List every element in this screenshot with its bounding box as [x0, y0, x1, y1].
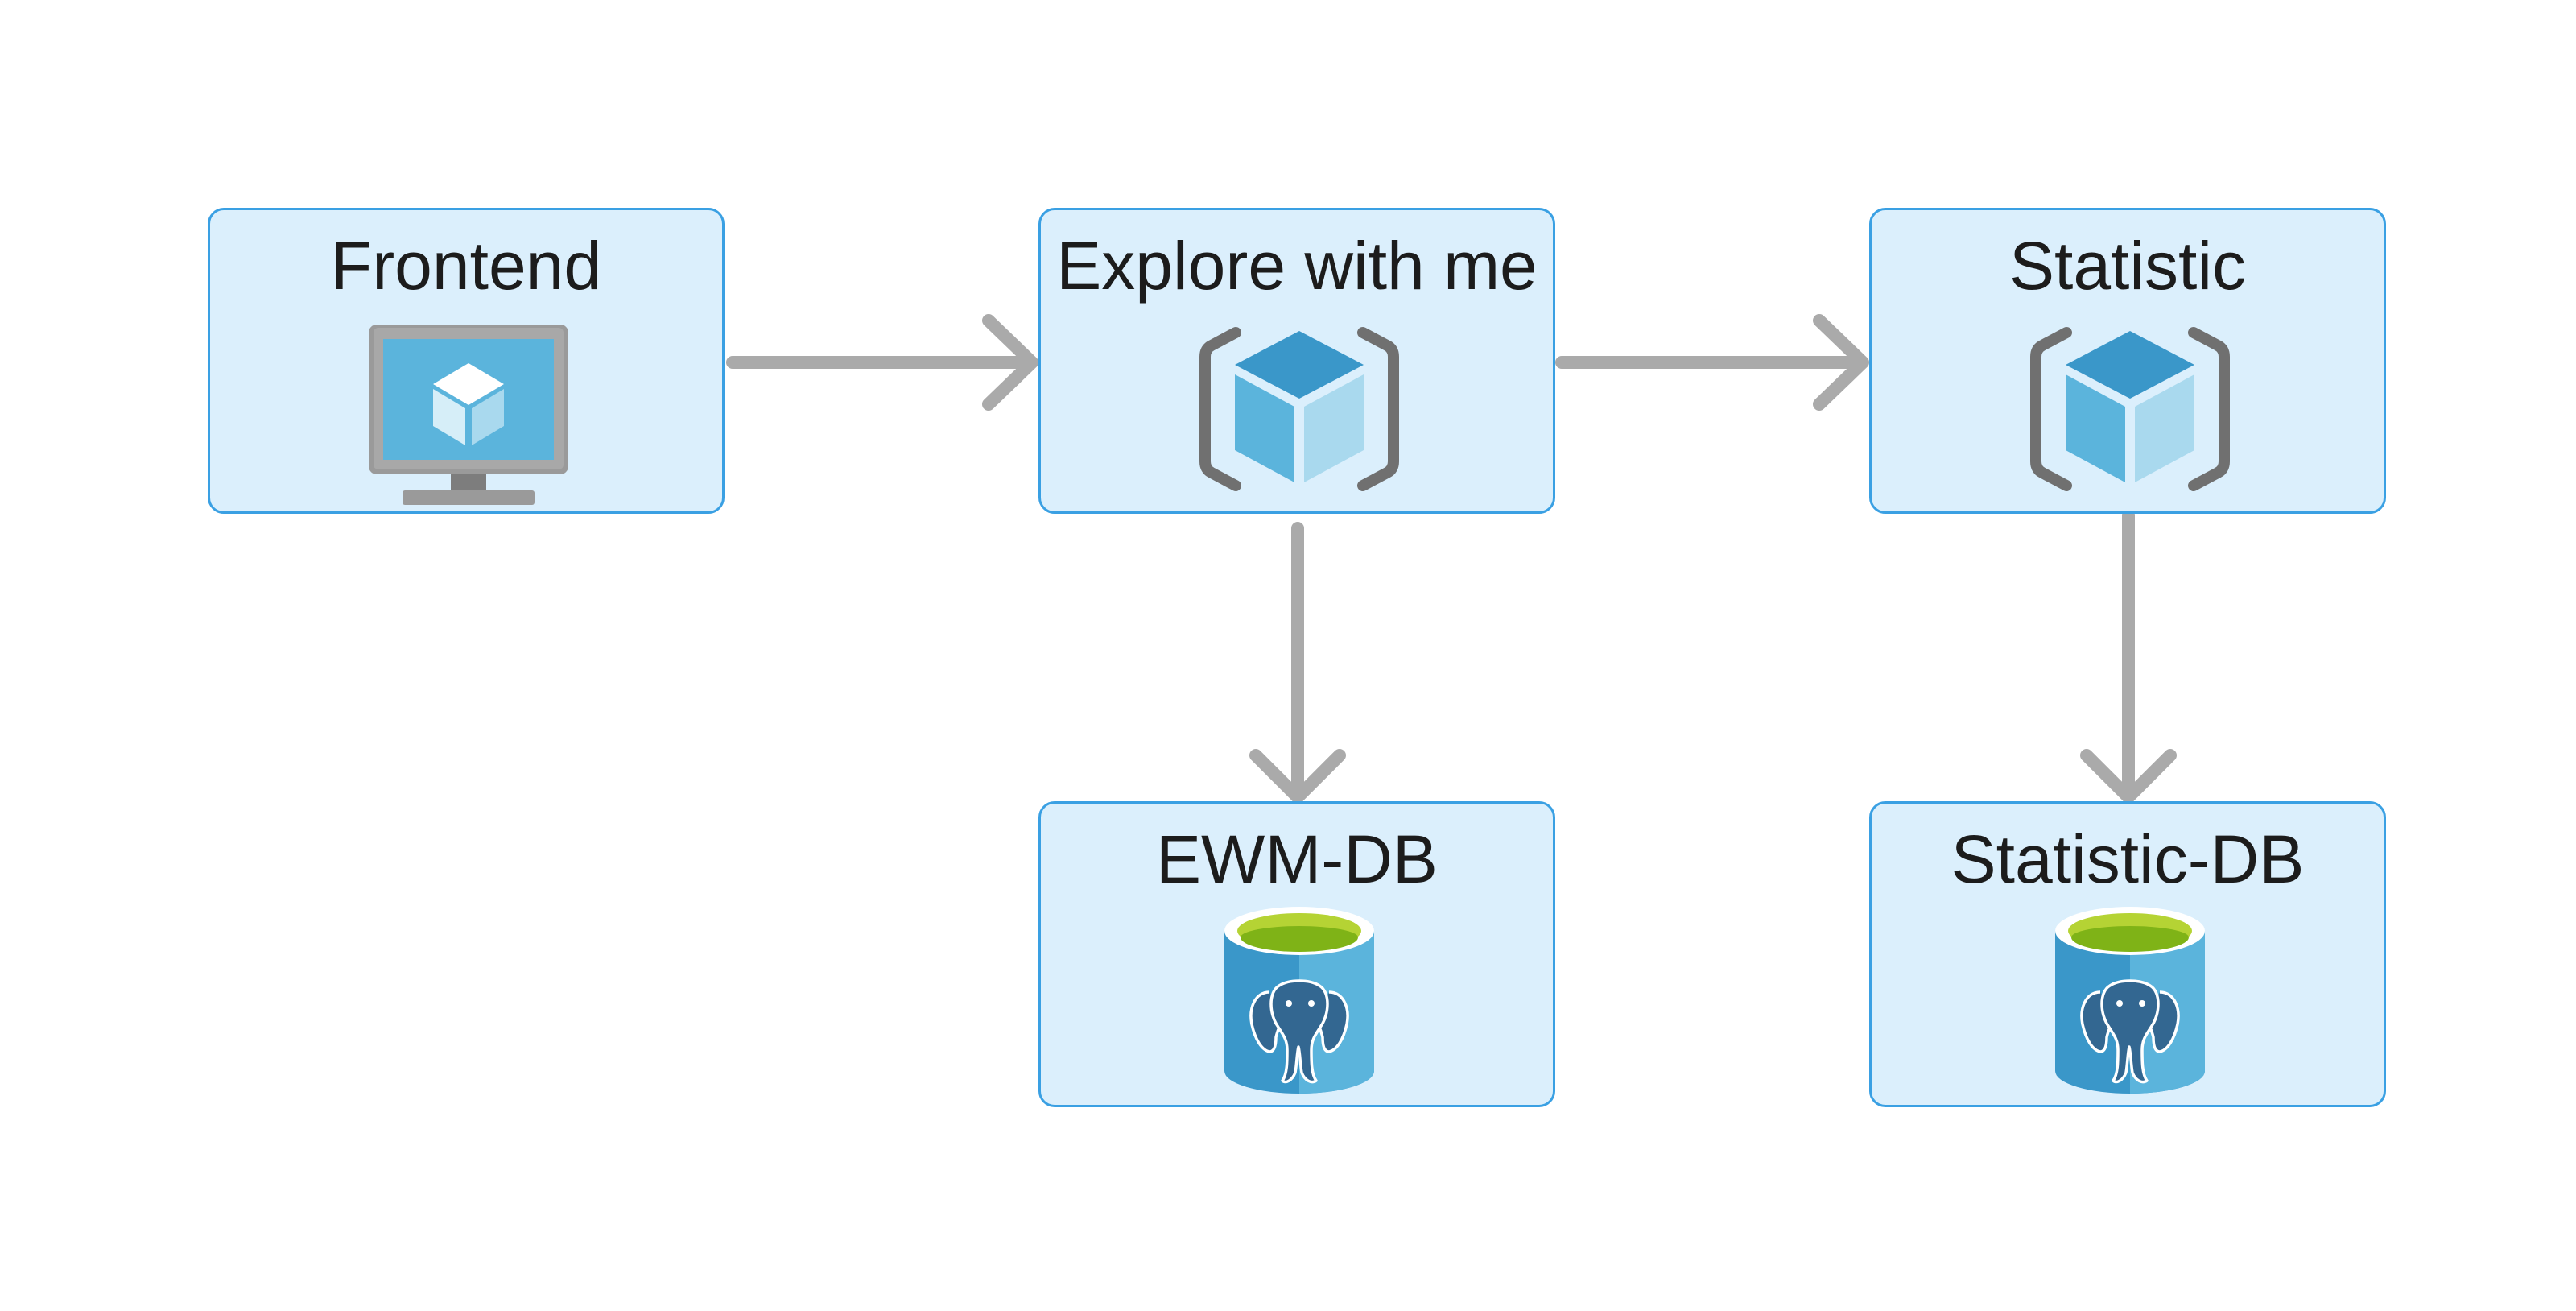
arrow-frontend-to-explore-with-me	[726, 314, 1038, 411]
node-explore-with-me[interactable]: Explore with me	[1038, 208, 1555, 514]
arrow-statistic-to-statistic-db	[2080, 509, 2177, 804]
arrow-explore-with-me-to-statistic	[1555, 314, 1869, 411]
node-statistic-label: Statistic	[2008, 228, 2247, 304]
node-statistic-db[interactable]: Statistic-DB	[1869, 801, 2386, 1107]
vm-monitor-icon	[369, 325, 568, 505]
container-cube-icon	[2030, 327, 2230, 491]
node-explore-with-me-label: Explore with me	[1056, 228, 1538, 304]
arrow-explore-with-me-to-ewm-db	[1249, 522, 1346, 804]
container-cube-icon	[1199, 327, 1399, 491]
node-frontend[interactable]: Frontend	[208, 208, 724, 514]
node-ewm-db-label: EWM-DB	[1156, 821, 1438, 897]
node-frontend-label: Frontend	[330, 228, 602, 304]
postgresql-database-icon	[1224, 907, 1374, 1094]
node-ewm-db[interactable]: EWM-DB	[1038, 801, 1555, 1107]
postgresql-database-icon	[2055, 907, 2205, 1094]
node-statistic[interactable]: Statistic	[1869, 208, 2386, 514]
node-statistic-db-label: Statistic-DB	[1951, 821, 2305, 897]
